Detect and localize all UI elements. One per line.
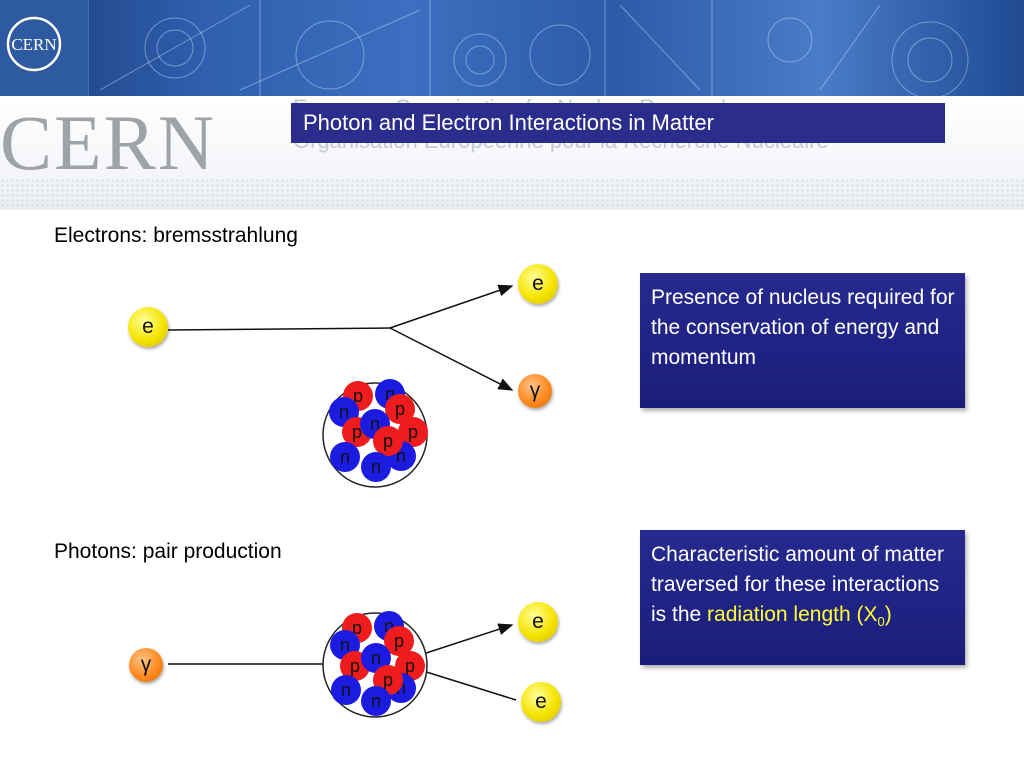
nucleus-top: p n n p p n p n n p n [322,379,428,488]
brems-outgoing-electron: e [518,264,558,304]
n1-p4: p [408,422,418,442]
radiation-length-box: Characteristic amount of matter traverse… [640,530,965,665]
n2-n4: n [396,678,406,698]
brems-incoming-label: e [142,315,154,338]
rl-close: ) [884,603,892,626]
pair-bottom-line [419,669,517,701]
n2-n3: n [371,648,381,668]
pair-top-arrow [419,623,514,656]
pair-incoming-label: γ [140,653,152,676]
n2-n5: n [341,680,351,700]
brems-incoming-electron: e [128,307,168,347]
n1-p2: p [395,399,405,419]
dot-pattern [0,178,1024,208]
pair-incoming-photon: γ [129,648,163,682]
pair-bottom-label: e [535,690,547,713]
n2-p1: p [352,618,362,638]
slide-title: Photon and Electron Interactions in Matt… [291,103,945,143]
n2-p5: p [383,670,393,690]
n2-p2: p [394,631,404,651]
n2-n2: n [340,635,350,655]
brems-photon-arrow [389,327,514,391]
n1-n2: n [339,402,349,422]
brems-electron-arrow [389,284,514,329]
n1-n5: n [340,447,350,467]
n1-p5: p [383,431,393,451]
brems-label: Electrons: bremsstrahlung [54,224,298,247]
nucleus-info-box: Presence of nucleus required for the con… [640,273,965,408]
n1-n1: n [385,384,395,404]
n2-n6: n [371,691,381,711]
banner-collage [87,0,969,96]
cern-logo-large: CERN [0,99,217,186]
pair-electron-bottom: e [521,682,561,722]
pair-label: Photons: pair production [54,540,282,563]
rl-text: radiation length (X [707,603,878,626]
pair-top-label: e [532,610,544,633]
cern-logo-small: CERN [0,0,88,96]
brems-photon: γ [518,374,552,408]
nucleus-bottom: p n n p p n p n n p n [322,611,428,718]
header-banner: CERN [0,0,1024,96]
n1-n3: n [370,414,380,434]
logo-small-text: CERN [11,35,56,54]
n2-p4: p [405,656,415,676]
rl-sub: 0 [877,614,885,630]
brems-incoming-line [167,327,391,331]
n1-p3: p [352,422,362,442]
radiation-length-highlight: radiation length (X0) [707,603,892,630]
n1-n6: n [371,457,381,477]
pair-electron-top: e [518,602,558,642]
n1-p1: p [353,386,363,406]
brems-photon-label: γ [529,379,541,402]
radiation-info-text: Characteristic amount of matter traverse… [651,543,944,626]
n2-p3: p [350,656,360,676]
brems-out-e-label: e [532,272,544,295]
nucleus-info-text: Presence of nucleus required for the con… [651,286,955,369]
n1-n4: n [396,446,406,466]
n2-n1: n [384,616,394,636]
